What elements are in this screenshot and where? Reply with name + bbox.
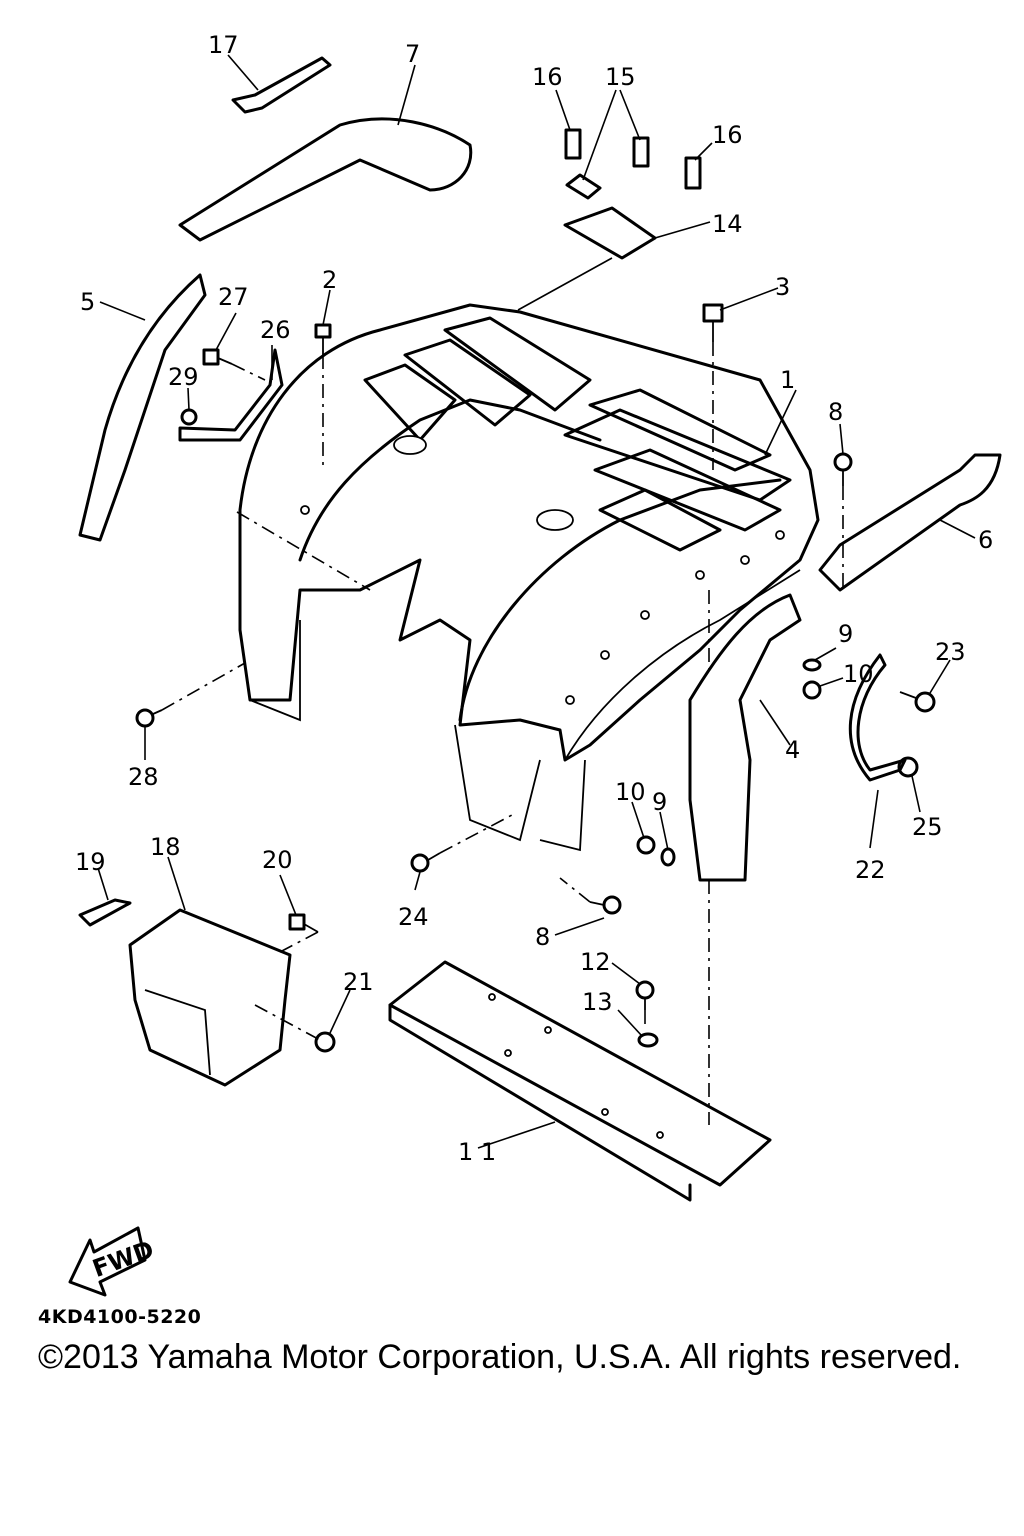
callout-8b: 8 bbox=[535, 923, 550, 951]
callout-16a: 16 bbox=[532, 63, 563, 91]
callout-10a: 10 bbox=[843, 660, 874, 688]
fender-flap-left bbox=[78, 273, 207, 542]
callout-9b: 9 bbox=[652, 788, 667, 816]
callout-29: 29 bbox=[168, 363, 199, 391]
under-plate bbox=[388, 960, 772, 1202]
copyright-notice: ©2013 Yamaha Motor Corporation, U.S.A. A… bbox=[38, 1338, 962, 1376]
pad bbox=[563, 206, 657, 260]
callout-14: 14 bbox=[712, 210, 743, 238]
callout-19: 19 bbox=[75, 848, 106, 876]
screw-8-top bbox=[833, 452, 853, 486]
leader-lines bbox=[97, 54, 976, 1149]
callout-16b: 16 bbox=[712, 121, 743, 149]
bolt-3 bbox=[702, 303, 724, 342]
alignment-lines bbox=[161, 342, 844, 1125]
callout-20: 20 bbox=[262, 846, 293, 874]
bolt-27 bbox=[202, 348, 233, 366]
grab-bar-right bbox=[818, 453, 1002, 592]
callout-15: 15 bbox=[605, 63, 636, 91]
callout-1: 1 bbox=[780, 366, 795, 394]
bracket-left bbox=[178, 348, 284, 442]
callout-24: 24 bbox=[398, 903, 429, 931]
callout-8a: 8 bbox=[828, 398, 843, 426]
callout-25: 25 bbox=[912, 813, 943, 841]
callout-22: 22 bbox=[855, 856, 886, 884]
small-pad-c bbox=[565, 173, 602, 200]
fender-flap-right bbox=[688, 593, 802, 882]
callout-6: 6 bbox=[978, 526, 993, 554]
grab-bar-left bbox=[178, 117, 473, 242]
callout-7: 7 bbox=[405, 40, 420, 68]
callout-17: 17 bbox=[208, 31, 239, 59]
callout-12: 12 bbox=[580, 948, 611, 976]
callout-2: 2 bbox=[322, 266, 337, 294]
bracket-right bbox=[848, 653, 907, 782]
callout-18: 18 bbox=[150, 833, 181, 861]
rear-fender-assembly bbox=[238, 303, 820, 852]
screw-12 bbox=[635, 980, 655, 1010]
callout-10b: 10 bbox=[615, 778, 646, 806]
bolt-20 bbox=[288, 913, 319, 933]
callout-11: 1 1 bbox=[458, 1138, 496, 1166]
callout-13: 13 bbox=[582, 988, 613, 1016]
callout-9a: 9 bbox=[838, 620, 853, 648]
callout-26: 26 bbox=[260, 316, 291, 344]
drawing-code: 4KD4100-5220 bbox=[38, 1306, 202, 1328]
nut-29 bbox=[180, 408, 198, 426]
callout-21: 21 bbox=[343, 968, 374, 996]
nut-21 bbox=[314, 1031, 336, 1053]
small-pad-d bbox=[684, 156, 702, 190]
screw-24 bbox=[410, 852, 441, 873]
small-pad-b bbox=[632, 136, 650, 168]
callout-27: 27 bbox=[218, 283, 249, 311]
fwd-arrow-icon: FWD bbox=[68, 1226, 158, 1297]
callout-4: 4 bbox=[785, 736, 800, 764]
tool-box bbox=[128, 908, 292, 1087]
bolt-23 bbox=[899, 691, 936, 713]
nut-10-bottom bbox=[636, 835, 656, 855]
clip bbox=[78, 898, 132, 927]
fwd-label: FWD bbox=[89, 1235, 158, 1283]
washer-13 bbox=[637, 1032, 659, 1048]
fasteners bbox=[135, 303, 936, 1053]
small-pad-a bbox=[564, 128, 582, 160]
strap bbox=[231, 56, 332, 114]
callout-28: 28 bbox=[128, 763, 159, 791]
bolt-2 bbox=[314, 323, 332, 355]
callout-3: 3 bbox=[775, 273, 790, 301]
callout-labels: 1 2 3 4 5 6 7 8 8 9 9 10 10 1 1 12 13 14… bbox=[75, 31, 993, 1166]
callout-5: 5 bbox=[80, 288, 95, 316]
washer-9-bottom bbox=[660, 847, 676, 867]
screw-28 bbox=[135, 708, 163, 728]
screw-8-bottom bbox=[589, 895, 622, 915]
nut-25 bbox=[897, 756, 919, 778]
callout-23: 23 bbox=[935, 638, 966, 666]
washer-9-top bbox=[802, 658, 822, 672]
nut-10-top bbox=[802, 680, 822, 700]
